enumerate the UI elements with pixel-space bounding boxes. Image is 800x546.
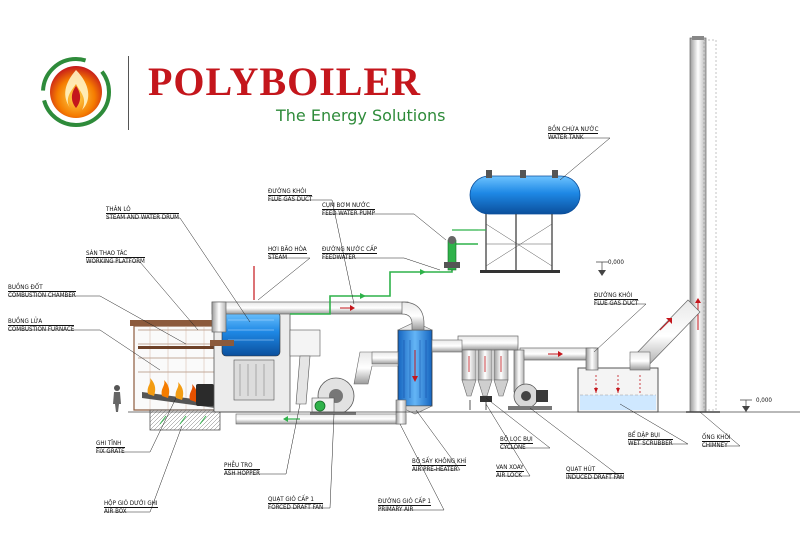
label-wet-scrubber: BỂ DẬP BỤI WET SCRUBBER [628, 432, 673, 448]
brand-block: POLYBOILER The Energy Solutions [38, 52, 458, 132]
label-vi: ĐƯỜNG GIÓ CẤP 1 [378, 498, 431, 505]
label-ash-hopper: PHỄU TRO ASH HOPPER [224, 462, 260, 478]
label-en: AIR PRE-HEATER [412, 465, 467, 473]
label-steam: HƠI BÃO HÒA STEAM [268, 246, 307, 262]
feed-water-pump [444, 229, 478, 271]
boiler-drum-section [210, 305, 321, 413]
operator-figure [113, 385, 121, 412]
label-primary-air: ĐƯỜNG GIÓ CẤP 1 PRIMARY AIR [378, 498, 431, 514]
label-steam-drum: THÂN LÒ STEAM AND WATER DRUM [106, 206, 179, 222]
wet-scrubber [577, 351, 659, 413]
label-flue-gas-duct-2: ĐƯỜNG KHÓI FLUE GAS DUCT [594, 292, 639, 308]
label-en: CYCLONE [500, 443, 533, 451]
label-en: ASH HOPPER [224, 469, 260, 478]
label-en: COMBUSTION CHAMBER [8, 291, 76, 300]
label-flue-gas-duct-1: ĐƯỜNG KHÓI FLUE GAS DUCT [268, 188, 313, 204]
label-en: AIR LOCK [496, 471, 524, 480]
label-vi: QUẠT HÚT [566, 466, 596, 473]
label-vi: HƠI BÃO HÒA [268, 246, 307, 253]
ash-hopper-shape [295, 355, 311, 405]
label-induced-draft-fan: QUẠT HÚT INDUCED DRAFT FAN [566, 466, 625, 482]
brand-tagline: The Energy Solutions [276, 106, 446, 125]
label-en: FORCED DRAFT FAN [268, 503, 324, 512]
label-en: FEEDWATER [322, 253, 378, 261]
label-vi: BUỒNG ĐỐT [8, 284, 43, 291]
label-vi: THÂN LÒ [106, 206, 131, 213]
label-vi: ĐƯỜNG KHÓI [268, 188, 307, 195]
label-combustion-chamber: BUỒNG ĐỐT COMBUSTION CHAMBER [8, 284, 76, 300]
label-forced-draft-fan: QUẠT GIÓ CẤP 1 FORCED DRAFT FAN [268, 496, 324, 512]
label-vi: QUẠT GIÓ CẤP 1 [268, 496, 314, 503]
ground-level-mark: 0,000 [756, 397, 772, 404]
fire-flames [147, 378, 198, 402]
ground-lines [128, 261, 800, 413]
label-air-lock: VAN XOAY AIR LOCK [496, 464, 524, 480]
flue-gas-duct [211, 266, 425, 333]
label-en: FEED WATER PUMP [322, 209, 375, 218]
label-vi: BUỒNG LỬA [8, 318, 43, 325]
label-en: FLUE GAS DUCT [594, 299, 639, 308]
label-en: COMBUSTION FURNACE [8, 325, 75, 334]
label-en: AIR BOX [104, 507, 158, 515]
label-chimney: ỐNG KHÓI CHIMNEY [702, 434, 731, 450]
cyclone-group [457, 335, 519, 410]
label-vi: BỘ SẤY KHÔNG KHÍ [412, 458, 467, 465]
label-en: WATER TANK [548, 133, 599, 141]
leader-lines [8, 137, 741, 513]
label-vi: CỤM BƠM NƯỚC [322, 202, 370, 209]
tank-level-mark: 0,000 [608, 259, 624, 266]
label-en: STEAM [268, 253, 307, 261]
label-vi: GHI TĨNH [96, 440, 122, 447]
label-fix-grate: GHI TĨNH FIX GRATE [96, 440, 125, 456]
label-cyclone: BỘ LỌC BỤI CYCLONE [500, 436, 533, 452]
flue-duct-to-scrubber [519, 347, 599, 371]
label-combustion-furnace: BUỒNG LỬA COMBUSTION FURNACE [8, 318, 75, 334]
water-tank [469, 170, 581, 273]
label-working-platform: SÀN THAO TÁC WORKING PLATFORM [86, 250, 145, 266]
boiler-furnace [130, 320, 242, 431]
label-vi: ĐƯỜNG NƯỚC CẤP [322, 246, 378, 253]
label-water-tank: BỒN CHỨA NƯỚC WATER TANK [548, 126, 599, 142]
label-en: FIX GRATE [96, 447, 125, 456]
label-en: STEAM AND WATER DRUM [106, 213, 179, 222]
label-feedwater: ĐƯỜNG NƯỚC CẤP FEEDWATER [322, 246, 378, 262]
logo-emblem [41, 57, 111, 127]
label-en: INDUCED DRAFT FAN [566, 473, 625, 482]
air-lock-valve [480, 396, 492, 402]
label-vi: BỒN CHỨA NƯỚC [548, 126, 599, 133]
forced-draft-fan [310, 377, 356, 415]
label-en: WORKING PLATFORM [86, 257, 145, 266]
label-vi: BỂ DẬP BỤI [628, 432, 660, 439]
label-vi: VAN XOAY [496, 464, 524, 471]
label-vi: HỘP GIÓ DƯỚI GHI [104, 500, 158, 507]
label-vi: PHỄU TRO [224, 462, 253, 469]
brand-divider [128, 56, 129, 130]
label-en: WET SCRUBBER [628, 439, 673, 448]
label-feed-water-pump: CỤM BƠM NƯỚC FEED WATER PUMP [322, 202, 375, 218]
label-vi: SÀN THAO TÁC [86, 250, 128, 257]
label-vi: BỘ LỌC BỤI [500, 436, 533, 443]
label-air-preheater: BỘ SẤY KHÔNG KHÍ AIR PRE-HEATER [412, 458, 467, 474]
label-vi: ĐƯỜNG KHÓI [594, 292, 633, 299]
chimney-stack [686, 36, 720, 413]
label-air-box: HỘP GIÓ DƯỚI GHI AIR BOX [104, 500, 158, 516]
brand-name: POLYBOILER [148, 59, 422, 104]
label-en: PRIMARY AIR [378, 505, 431, 513]
label-vi: ỐNG KHÓI [702, 434, 731, 441]
air-preheater [397, 321, 463, 415]
label-en: FLUE GAS DUCT [268, 195, 313, 204]
label-en: CHIMNEY [702, 441, 731, 449]
